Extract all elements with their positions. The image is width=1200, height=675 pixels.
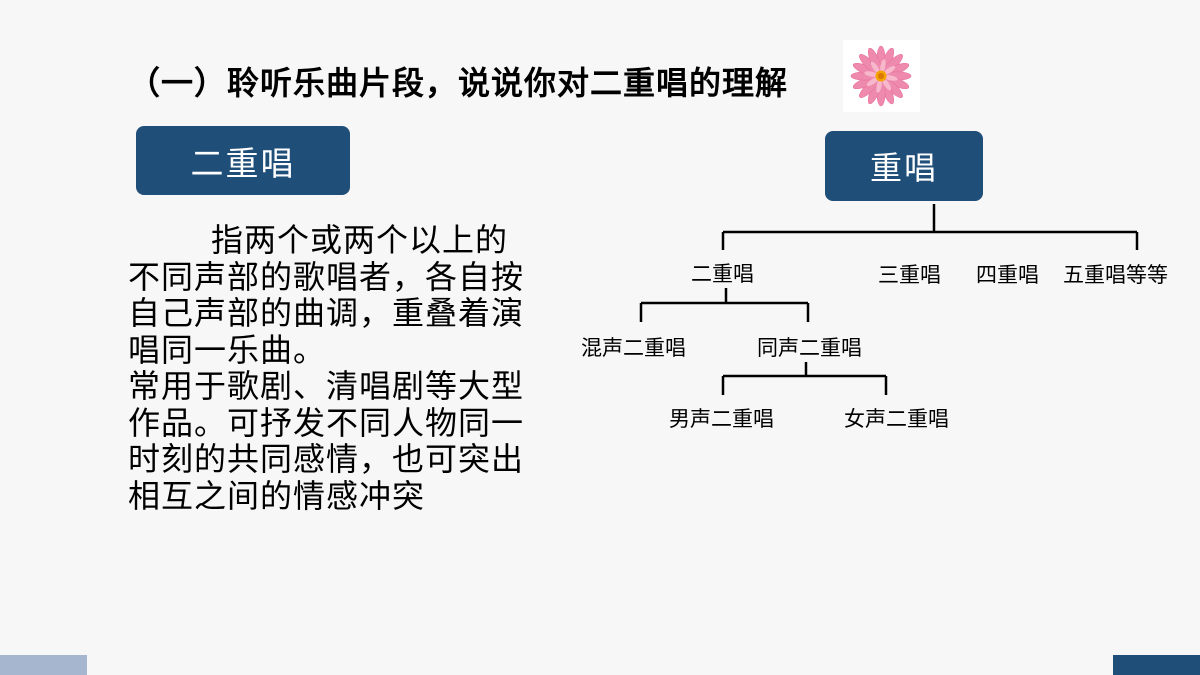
- footer-accent-right: [1113, 655, 1200, 675]
- slide-title: （一）聆听乐曲片段，说说你对二重唱的理解: [128, 64, 789, 102]
- tree-node-mixed-duet: 混声二重唱: [580, 332, 687, 362]
- term-label: 二重唱: [190, 143, 296, 183]
- tree-node-male-duet: 男声二重唱: [668, 403, 775, 433]
- definition-paragraph: 指两个或两个以上的不同声部的歌唱者，各自按自己声部的曲调，重叠着演唱同一乐曲。: [128, 221, 525, 369]
- term-box-duet: 二重唱: [136, 126, 350, 195]
- tree-node-duet: 二重唱: [690, 258, 755, 288]
- tree-node-trio: 三重唱: [877, 259, 942, 289]
- footer-accent-left: [0, 655, 87, 675]
- tree-root-label: 重唱: [869, 149, 938, 187]
- tree-root-box: 重唱: [825, 131, 983, 201]
- tree-node-quartet: 四重唱: [975, 259, 1040, 289]
- flower-icon: [843, 40, 920, 112]
- tree-node-female-duet: 女声二重唱: [843, 403, 950, 433]
- tree-node-same-voice-duet: 同声二重唱: [756, 332, 863, 362]
- usage-paragraph: 常用于歌剧、清唱剧等大型作品。可抒发不同人物同一时刻的共同感情，也可突出相互之间…: [128, 367, 525, 515]
- description-text: 指两个或两个以上的不同声部的歌唱者，各自按自己声部的曲调，重叠着演唱同一乐曲。 …: [128, 222, 538, 514]
- tree-node-quintet-etc: 五重唱等等: [1062, 259, 1169, 289]
